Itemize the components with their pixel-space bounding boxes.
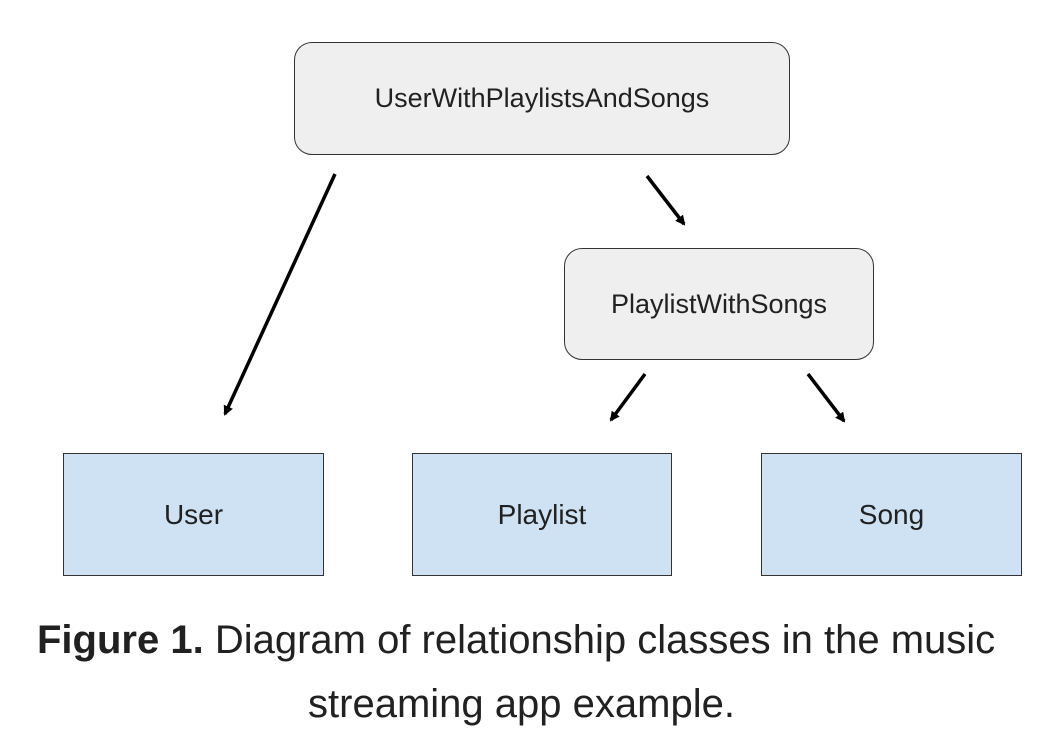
arrow-root-to-playlist-with-songs [645,174,686,226]
node-user: User [63,453,324,576]
node-label: Playlist [497,498,587,530]
arrow-root-to-user [223,173,337,416]
node-label: Song [858,498,925,530]
figure-caption: Figure 1. Diagram of relationship classe… [0,608,1043,736]
arrow-playlist-with-songs-to-song [806,372,846,423]
node-user-with-playlists-and-songs: UserWithPlaylistsAndSongs [294,42,790,155]
caption-text-1: Diagram of relationship classes in the m… [203,618,996,662]
node-label: PlaylistWithSongs [610,288,828,319]
node-label: User [163,498,224,530]
caption-figure-label: Figure 1. [37,618,204,662]
node-song: Song [761,453,1022,576]
caption-line-2: streaming app example. [308,682,735,726]
node-playlist: Playlist [412,453,672,576]
arrow-playlist-with-songs-to-playlist [609,372,647,422]
diagram-arrows [223,173,846,423]
caption-line-1: Figure 1. Diagram of relationship classe… [0,608,1043,672]
node-label: UserWithPlaylistsAndSongs [374,83,710,113]
relationship-diagram: UserWithPlaylistsAndSongs PlaylistWithSo… [63,42,1022,576]
node-playlist-with-songs: PlaylistWithSongs [564,248,874,360]
